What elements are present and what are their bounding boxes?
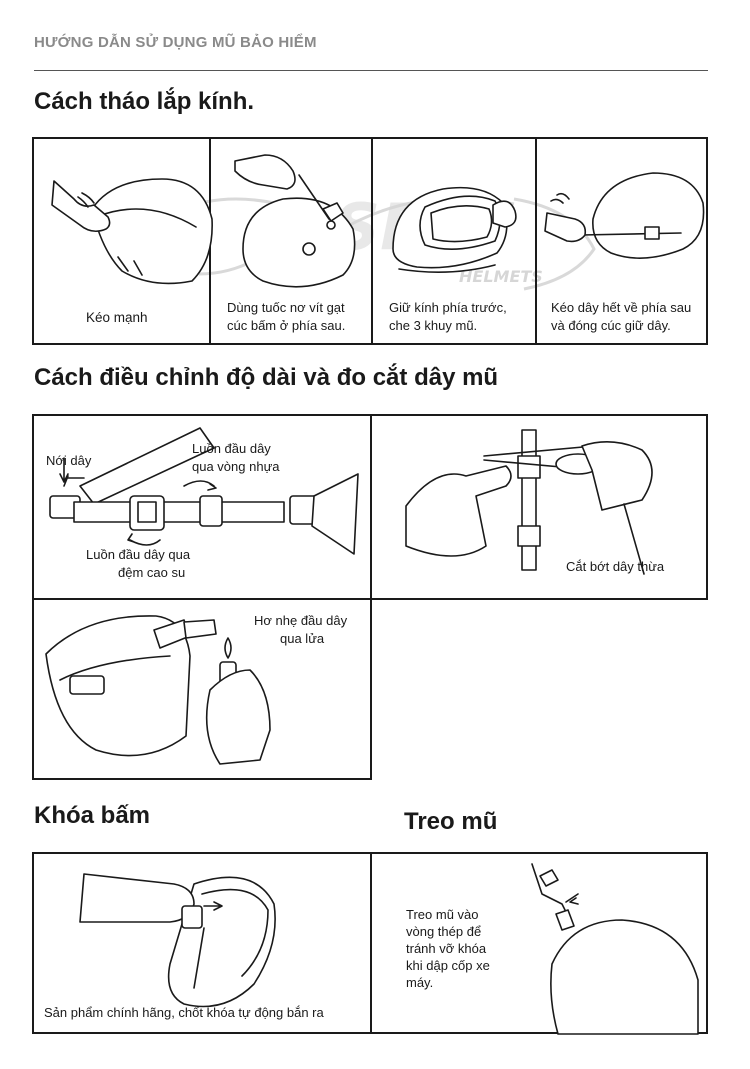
hang-caption-line-4: khi dập cốp xe: [406, 958, 490, 973]
visor-step-2: Dùng tuốc nơ vít gạt cúc bấm ở phía sau.: [211, 139, 371, 343]
visor-step-4-caption-line-1: Kéo dây hết về phía sau: [551, 300, 692, 315]
scissors-cut-illustration: [405, 429, 653, 575]
section-hang-title: Treo mũ: [404, 808, 498, 835]
panel-divider: [371, 139, 373, 343]
burn-caption-line-1: Hơ nhẹ đầu dây: [254, 613, 348, 628]
visor-step-1: Kéo mạnh: [34, 139, 213, 343]
hang-caption-line-5: máy.: [406, 975, 434, 990]
section-strap-title: Cách điều chỉnh độ dài và đo cắt dây mũ: [34, 364, 499, 391]
visor-step-3-caption-line-2: che 3 khuy mũ.: [389, 318, 478, 333]
visor-step-4: Kéo dây hết về phía sau và đóng cúc giữ …: [537, 139, 706, 343]
strap-burn-panel: Hơ nhẹ đầu dây qua lửa: [32, 598, 372, 780]
header-divider: [34, 70, 708, 71]
watermark-brand: HELMETS: [459, 267, 543, 286]
visor-step-4-caption-line-2: và đóng cúc giữ dây.: [551, 318, 671, 333]
document-header-title: HƯỚNG DẪN SỬ DỤNG MŨ BẢO HIỂM: [34, 34, 317, 51]
pull-visor-illustration: [51, 178, 213, 285]
burn-caption-line-2: qua lửa: [280, 631, 325, 646]
hang-caption-line-2: vòng thép để: [406, 924, 482, 939]
strap-cut-panel: Cắt bớt dây thừa: [370, 414, 708, 600]
thread-plastic-label-line-1: Luồn đầu dây: [192, 441, 271, 456]
lighter-burn-illustration: [45, 615, 271, 765]
thread-rubber-label-line-1: Luồn đầu dây qua: [86, 547, 191, 562]
hang-caption-line-1: Treo mũ vào: [406, 907, 479, 922]
strap-clip-illustration: [544, 172, 705, 259]
section-visor-title: Cách tháo lắp kính.: [34, 88, 255, 115]
hang-panel: Treo mũ vào vòng thép để tránh vỡ khóa k…: [370, 852, 708, 1035]
visor-step-1-caption: Kéo mạnh: [86, 310, 148, 325]
visor-step-2-caption-line-1: Dùng tuốc nơ vít gạt: [227, 300, 345, 315]
visor-steps-panel: HELMETS SRT Kéo mạnh Dùng tuốc nơ vít gạ…: [32, 137, 708, 345]
buckle-caption: Sản phẩm chính hãng, chốt khóa tự động b…: [44, 1005, 324, 1020]
visor-step-2-caption-line-2: cúc bấm ở phía sau.: [227, 318, 346, 333]
section-buckle-title: Khóa bấm: [34, 802, 151, 829]
visor-step-3-caption-line-1: Giữ kính phía trước,: [389, 300, 507, 315]
strap-adjust-illustration: [49, 427, 359, 555]
screwdriver-illustration: [234, 154, 356, 288]
visor-step-3: Giữ kính phía trước, che 3 khuy mũ.: [373, 139, 535, 343]
helmet-hook-illustration: [531, 863, 699, 1035]
loosen-label: Nới dây: [46, 453, 92, 468]
panel-divider: [535, 139, 537, 343]
cut-strap-caption: Cắt bớt dây thừa: [566, 559, 665, 574]
thread-plastic-label-line-2: qua vòng nhựa: [192, 459, 280, 474]
buckle-release-illustration: [79, 873, 276, 1008]
buckle-panel: Sản phẩm chính hãng, chốt khóa tự động b…: [32, 852, 372, 1034]
hang-caption-line-3: tránh vỡ khóa: [406, 941, 487, 956]
strap-adjust-panel: Nới dây Luồn đầu dây qua vòng nhựa Luồn …: [32, 414, 372, 600]
thread-rubber-label-line-2: đệm cao su: [118, 565, 186, 580]
visor-hold-illustration: [392, 186, 517, 273]
